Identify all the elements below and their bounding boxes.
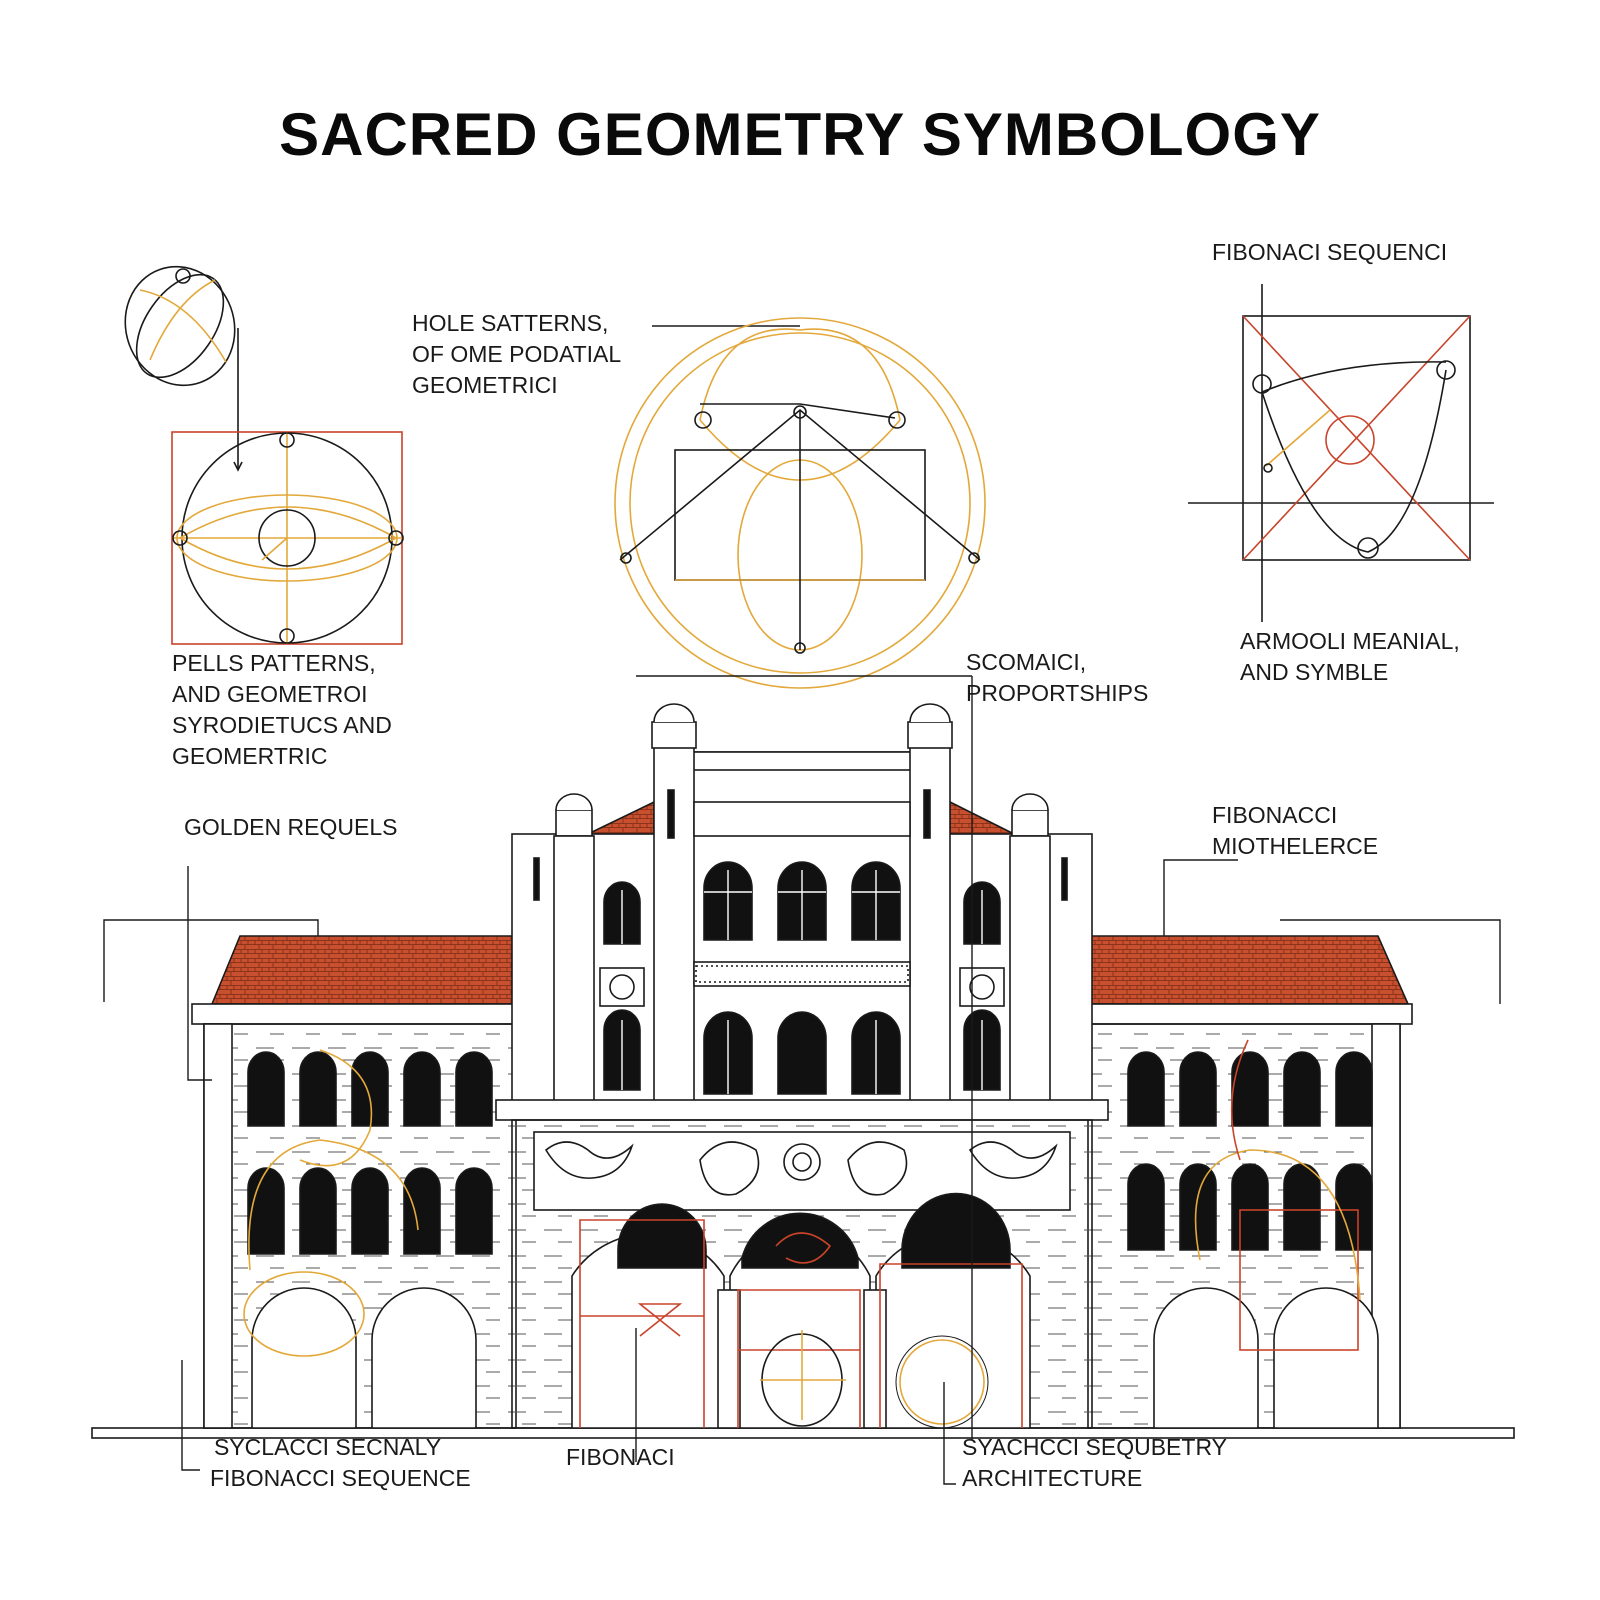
geometry-top-left — [124, 265, 404, 645]
label-fibonacci-sequence-top: FIBONACI SEQUENCI — [1212, 237, 1447, 268]
geometry-top-center — [614, 317, 986, 689]
label-line: FIBONACCI SEQUENCE — [210, 1465, 471, 1491]
page-title: SACRED GEOMETRY SYMBOLOGY — [279, 101, 1321, 168]
label-line: GEOMERTRIC — [172, 743, 328, 769]
label-line: GOLDEN REQUELS — [184, 814, 398, 840]
label-line: PROPORTSHIPS — [966, 680, 1149, 706]
label-golden-requels: GOLDEN REQUELS — [184, 812, 397, 843]
label-line: SYRODIETUCS AND — [172, 712, 392, 738]
label-line: MIOTHELERCE — [1212, 833, 1379, 859]
label-pells-patterns: PELLS PATTERNS, AND GEOMETROI SYRODIETUC… — [172, 648, 392, 772]
label-hole-patterns: HOLE SATTERNS, OF OME PODATIAL GEOMETRIC… — [412, 308, 621, 401]
label-line: FIBONACI SEQUENCI — [1212, 239, 1448, 265]
building-facade — [91, 703, 1515, 1439]
label-fibonacci-miothelerce: FIBONACCI MIOTHELERCE — [1212, 800, 1378, 862]
label-line: ARMOOLI MEANIAL, — [1240, 628, 1460, 654]
label-line: OF OME PODATIAL — [412, 341, 622, 367]
label-line: FIBONACCI — [1212, 802, 1338, 828]
label-line: AND GEOMETROI — [172, 681, 368, 707]
label-fibonaci-bottom: FIBONACI — [566, 1442, 675, 1473]
label-line: SCOMAICI, — [966, 649, 1087, 675]
label-line: AND SYMBLE — [1240, 659, 1389, 685]
label-line: PELLS PATTERNS, — [172, 650, 376, 676]
golden-ratio-overlays — [243, 1039, 1361, 1429]
leader-lines — [103, 676, 1501, 1485]
label-line: HOLE SATTERNS, — [412, 310, 609, 336]
label-line: ARCHITECTURE — [962, 1465, 1143, 1491]
geometry-top-right — [1188, 284, 1494, 622]
label-meanial-symble: ARMOOLI MEANIAL, AND SYMBLE — [1240, 626, 1460, 688]
label-proportships: SCOMAICI, PROPORTSHIPS — [966, 647, 1148, 709]
label-line: FIBONACI — [566, 1444, 675, 1470]
label-line: GEOMETRICI — [412, 372, 558, 398]
